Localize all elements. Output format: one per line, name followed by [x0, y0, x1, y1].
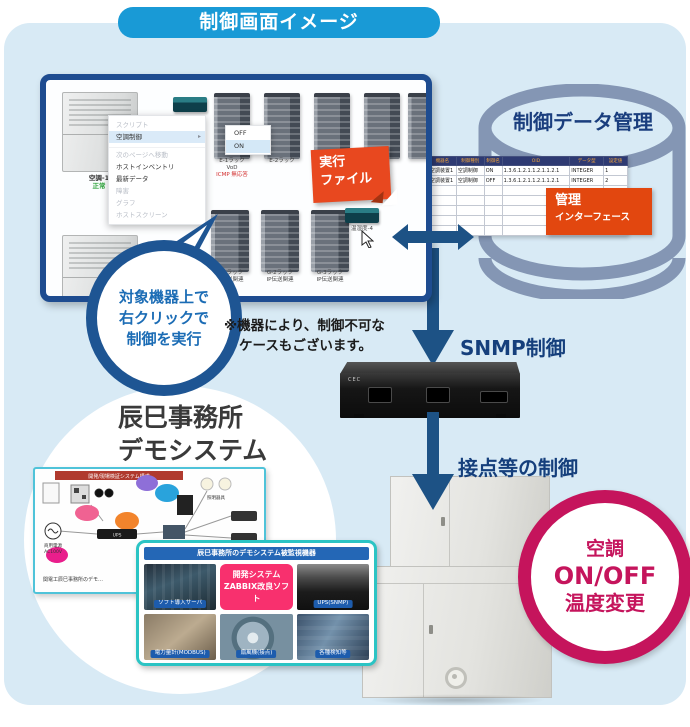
snmp-device-image: CEC — [337, 356, 523, 422]
device-front-face: CEC — [340, 373, 520, 418]
server-rack — [261, 210, 299, 272]
page-title: 制御画面イメージ — [118, 7, 440, 38]
server-rack — [408, 93, 426, 159]
ups-label: UPS — [113, 533, 122, 539]
cabinet-shadow — [370, 694, 546, 706]
monitored-equipment-panel: 辰巳事務所のデモシステム被監視機器 ソフト導入サーバ 開発システム ZABBIX… — [136, 540, 377, 666]
cabinet-seam — [423, 583, 424, 697]
ac-unit-label: 空調-1 正常 — [88, 174, 110, 191]
cabinet-handle — [441, 517, 445, 526]
menu-item-host-screens[interactable]: ホストスクリーン — [116, 211, 168, 219]
col-header: 設定値 — [603, 156, 628, 166]
database-title: 制御データ管理 — [513, 110, 653, 134]
cabinet-seam — [449, 477, 450, 569]
diagram-caption: 関電工辰巳事務所のデモ… — [43, 576, 103, 583]
zabbix-software-card: 開発システム ZABBIX改良ソフト — [220, 564, 293, 610]
rack-label: G-3ラック IP伝送関連 — [316, 270, 344, 284]
speech-bubble: 対象機器上で 右クリックで 制御を実行 — [86, 240, 242, 396]
col-header: OID — [501, 156, 571, 166]
col-header: 制御種別 — [455, 156, 485, 166]
monitor-screenshot: 空調-1 正常 E-1ラック VoD ICMP 無応答 E-2ラック G-1ラッ… — [40, 74, 432, 302]
col-header: 機器名 — [428, 156, 457, 166]
aircon-control-badge: 空調 ON/OFF 温度変更 — [518, 490, 690, 664]
photo-fan: 扇風機(接点) — [220, 614, 293, 660]
cursor-icon — [361, 230, 374, 248]
power-voltage-label: AC100V — [44, 549, 63, 555]
submenu-item-off[interactable]: OFF — [234, 129, 247, 137]
col-header: 制御名 — [483, 156, 503, 166]
power-label: 商用電源 — [44, 542, 62, 549]
temp-humidity-sensor-icon — [345, 208, 379, 223]
table-row: 空調装置1 空調制御 OFF 1.3.6.1.2.1.1.2.1.1.2.1 I… — [428, 175, 628, 186]
menu-item-host-inventory[interactable]: ホストインベントリ — [116, 163, 175, 171]
device-connector — [368, 387, 392, 403]
col-header: データ型 — [569, 156, 605, 166]
device-top-face — [340, 362, 520, 374]
device-foot — [354, 414, 364, 418]
device-brand: CEC — [348, 377, 362, 383]
sensor-label: 温湿度-4 — [351, 226, 373, 232]
context-menu: スクリプト 空調制御 ▸ 次のページへ移動 ホストインベントリ 最新データ 障害… — [108, 115, 206, 225]
rack-label: E-2ラック — [269, 158, 295, 164]
demo-diagram-drawing: 開発/現場検証システム構成 商用電源 AC100V UPS — [42, 471, 257, 583]
diagram-title: 開発/現場検証システム構成 — [88, 473, 150, 480]
menu-item-next-page[interactable]: 次のページへ移動 — [109, 147, 205, 161]
device-connector — [480, 391, 508, 403]
photo-grid: ソフト導入サーバ 開発システム ZABBIX改良ソフト UPS(SNMP) 電力… — [144, 564, 369, 660]
device-connector — [426, 387, 450, 403]
menu-item-problems[interactable]: 障害 — [116, 187, 129, 195]
table-row: 空調装置1 空調制御 ON 1.3.6.1.2.1.1.2.1.1.2.1 IN… — [428, 165, 628, 176]
cabinet-handle — [429, 625, 433, 634]
server-rack — [311, 210, 349, 272]
photo-software-server: ソフト導入サーバ — [144, 564, 217, 610]
demo-office-title: 辰巳事務所 デモシステム — [118, 403, 268, 465]
context-submenu: OFF ON — [225, 125, 271, 155]
submenu-caret-icon: ▸ — [197, 133, 201, 140]
exec-file-label: 実行 ファイル — [310, 145, 392, 204]
database-cylinder-icon — [478, 84, 686, 299]
menu-item-latest-data[interactable]: 最新データ — [116, 175, 149, 183]
contact-control-label: 接点等の制御 — [458, 456, 578, 480]
rack-label: G-2ラック IP伝送関連 — [266, 270, 294, 284]
submenu-item-on[interactable]: ON — [226, 140, 270, 153]
double-arrow-icon — [392, 224, 474, 250]
photo-power-meter: 電力量計(MODBUS) — [144, 614, 217, 660]
note-text: ※機器により、制御不可な ケースもございます。 — [224, 318, 385, 355]
photo-sensors: 各種検知等 — [296, 614, 369, 660]
photo-ups: UPS(SNMP) — [296, 564, 369, 610]
menu-item-aircon-control[interactable]: 空調制御 ▸ — [109, 131, 205, 143]
device-foot — [496, 414, 506, 418]
down-arrow-contact-icon — [412, 412, 454, 510]
cabinet-vent-knob — [445, 667, 467, 689]
snmp-control-label: SNMP制御 — [460, 336, 566, 360]
menu-item-graphs[interactable]: グラフ — [116, 199, 136, 207]
management-interface-label: 管理 インターフェース — [546, 188, 652, 235]
photo-panel-header: 辰巳事務所のデモシステム被監視機器 — [144, 547, 369, 560]
light-label: 照明器具 — [207, 495, 225, 501]
rack-label: E-1ラック VoD ICMP 無応答 — [216, 158, 248, 179]
cabinet-seam — [363, 583, 551, 584]
menu-item-script[interactable]: スクリプト — [116, 121, 149, 129]
network-device-icon — [173, 97, 207, 112]
